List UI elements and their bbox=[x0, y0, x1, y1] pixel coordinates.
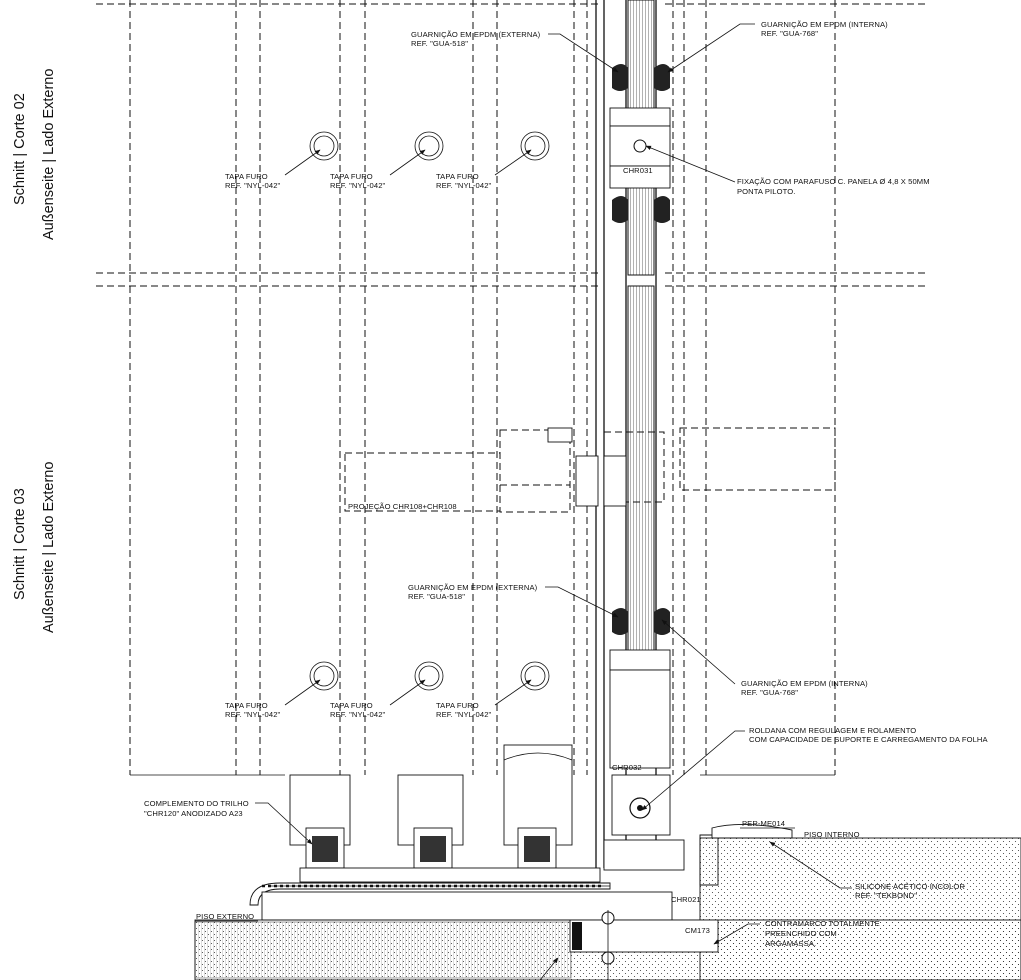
side-title-03-line2: Außenseite | Lado Externo bbox=[41, 462, 57, 633]
fixing-note-line1: FIXAÇÃO COM PARAFUSO C. PANELA Ø 4,8 X 5… bbox=[737, 177, 930, 186]
profile-cm173-label: CM173 bbox=[685, 926, 710, 935]
gasket-external-bottom-ref: REF. "GUA-518" bbox=[408, 592, 465, 601]
cap-ref-3: REF. "NYL-042" bbox=[436, 181, 492, 190]
subframe-note-line1: CONTRAMARCO TOTALMENTE bbox=[765, 919, 880, 928]
profile-chr032-label: CHR032 bbox=[612, 763, 642, 772]
rail-note-line1: COMPLEMENTO DO TRILHO bbox=[144, 799, 249, 808]
cap-ref-5: REF. "NYL-042" bbox=[330, 710, 386, 719]
profile-chr021-label: CHR021 bbox=[671, 895, 701, 904]
panel-outlines bbox=[96, 0, 925, 776]
interior-floor-label: PISO INTERNO bbox=[804, 830, 860, 839]
cap-ref-2: REF. "NYL-042" bbox=[330, 181, 386, 190]
sill-rail bbox=[249, 824, 793, 921]
cap-ref-4: REF. "NYL-042" bbox=[225, 710, 281, 719]
gasket-external-top-ref: REF. "GUA-518" bbox=[411, 39, 468, 48]
exterior-floor-label: PISO EXTERNO bbox=[196, 912, 254, 921]
subframe-note-line3: ARGAMASSA. bbox=[765, 939, 816, 948]
roller-note-line2: COM CAPACIDADE DE SUPORTE E CARREGAMENTO… bbox=[749, 735, 988, 744]
side-title-02-line1: Schnitt | Corte 02 bbox=[12, 93, 28, 205]
cap-label-1: TAPA FURO bbox=[225, 172, 268, 181]
rail-note-line2: "CHR120" ANODIZADO A23 bbox=[144, 809, 243, 818]
cap-ref-6: REF. "NYL-042" bbox=[436, 710, 492, 719]
roller-note-line1: ROLDANA COM REGULAGEM E ROLAMENTO bbox=[749, 726, 916, 735]
leader-lines bbox=[195, 23, 852, 980]
floor-slabs bbox=[194, 837, 1021, 980]
glass-mullion bbox=[547, 0, 671, 868]
side-title-corte-02: Schnitt | Corte 02 Außenseite | Lado Ext… bbox=[12, 69, 57, 240]
gasket-external-bottom-label: GUARNIÇÃO EM EPDM (EXTERNA) bbox=[408, 583, 538, 592]
cap-circles bbox=[309, 131, 550, 691]
cap-label-4: TAPA FURO bbox=[225, 701, 268, 710]
subframe-note-line2: PREENCHIDO COM bbox=[765, 929, 837, 938]
projection-label: PROJEÇÃO CHR108+CHR108 bbox=[348, 502, 457, 511]
fixing-note-line2: PONTA PILOTO. bbox=[737, 187, 795, 196]
per-me014-label: PER-ME014 bbox=[742, 819, 785, 828]
profile-chr031-label: CHR031 bbox=[623, 166, 653, 175]
gasket-external-top-label: GUARNIÇÃO EM EPDM (EXTERNA) bbox=[411, 30, 541, 39]
cap-ref-1: REF. "NYL-042" bbox=[225, 181, 281, 190]
silicone-note-line1: SILICONE ACÉTICO INCOLOR bbox=[855, 882, 965, 891]
cap-label-2: TAPA FURO bbox=[330, 172, 373, 181]
annotation-labels: GUARNIÇÃO EM EPDM (EXTERNA) REF. "GUA-51… bbox=[144, 20, 988, 948]
cap-label-5: TAPA FURO bbox=[330, 701, 373, 710]
silicone-note-line2: REF. "TEKBOND" bbox=[855, 891, 917, 900]
gasket-internal-top-label: GUARNIÇÃO EM EPDM (INTERNA) bbox=[761, 20, 888, 29]
gasket-internal-bottom-label: GUARNIÇÃO EM EPDM (INTERNA) bbox=[741, 679, 868, 688]
side-title-03-line1: Schnitt | Corte 03 bbox=[12, 488, 28, 600]
lower-leaf-profiles bbox=[289, 744, 573, 869]
side-title-02-line2: Außenseite | Lado Externo bbox=[41, 69, 57, 240]
cap-label-3: TAPA FURO bbox=[436, 172, 479, 181]
gasket-internal-bottom-ref: REF. "GUA-768" bbox=[741, 688, 798, 697]
gasket-internal-top-ref: REF. "GUA-768" bbox=[761, 29, 818, 38]
side-title-corte-03: Schnitt | Corte 03 Außenseite | Lado Ext… bbox=[12, 462, 57, 633]
cap-label-6: TAPA FURO bbox=[436, 701, 479, 710]
